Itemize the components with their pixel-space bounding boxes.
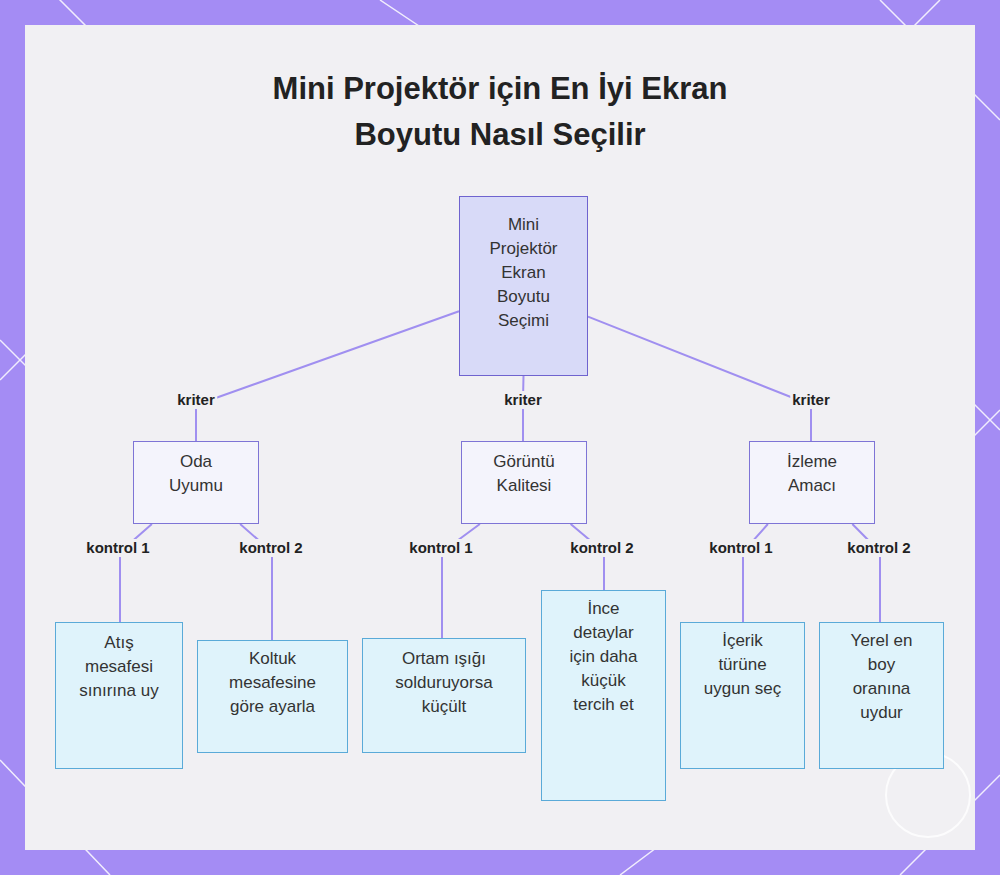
node-text: Koltuk mesafesine göre ayarla (216, 647, 329, 719)
node-text: İnce detaylar için daha küçük tercih et (566, 597, 641, 717)
node-text: İzleme Amacı (776, 450, 848, 498)
leaf-box: Atış mesafesi sınırına uy (55, 622, 183, 769)
connector-line (588, 317, 811, 441)
panel (25, 25, 975, 850)
edge-label: kontrol 1 (707, 539, 774, 557)
node-text: Atış mesafesi sınırına uy (74, 631, 164, 703)
edge-label: kontrol 2 (568, 539, 635, 557)
leaf-box: Ortam ışığı solduruyorsa küçült (362, 638, 526, 753)
edge-label: kontrol 1 (407, 539, 474, 557)
mid-box: Görüntü Kalitesi (461, 441, 587, 524)
leaf-box: İçerik türüne uygun seç (680, 622, 805, 769)
leaf-box: Yerel en boy oranına uydur (819, 622, 944, 769)
edge-label: kriter (175, 391, 217, 409)
node-text: Görüntü Kalitesi (482, 450, 566, 498)
leaf-box: Koltuk mesafesine göre ayarla (197, 640, 348, 753)
node-text: Mini Projektör Ekran Boyutu Seçimi (480, 213, 567, 333)
edge-label: kontrol 1 (84, 539, 151, 557)
node-text: Yerel en boy oranına uydur (840, 629, 923, 725)
edge-label: kriter (502, 391, 544, 409)
mid-box: İzleme Amacı (749, 441, 875, 524)
node-text: İçerik türüne uygun seç (701, 629, 784, 701)
root-box: Mini Projektör Ekran Boyutu Seçimi (459, 196, 588, 376)
node-text: Ortam ışığı solduruyorsa küçült (385, 647, 503, 719)
leaf-box: İnce detaylar için daha küçük tercih et (541, 590, 666, 801)
edge-label: kriter (790, 391, 832, 409)
connector-line (196, 311, 459, 441)
edge-label: kontrol 2 (237, 539, 304, 557)
mid-box: Oda Uyumu (133, 441, 259, 524)
edge-label: kontrol 2 (845, 539, 912, 557)
node-text: Oda Uyumu (160, 450, 232, 498)
connector-line (571, 524, 604, 590)
diagram-title: Mini Projektör için En İyi Ekran Boyutu … (240, 66, 760, 158)
